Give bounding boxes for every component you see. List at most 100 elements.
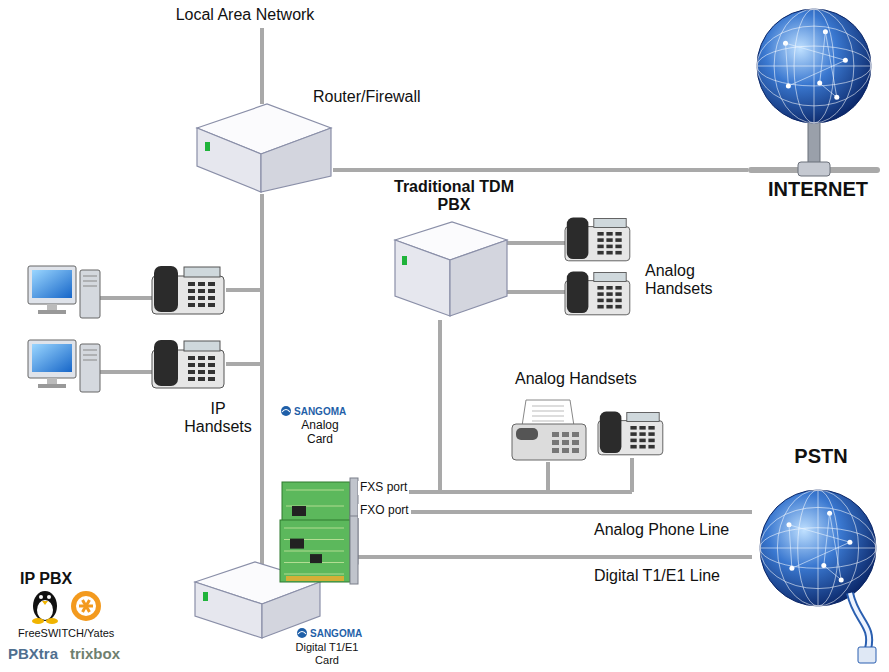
ip-phone-icon-part	[188, 363, 195, 367]
fax-icon-part	[552, 448, 559, 453]
computer-icon-part	[47, 378, 57, 384]
annotation-label: Digital T1/E1 Card	[291, 641, 363, 666]
sangoma-logo-icon-part	[282, 410, 290, 413]
device-drawing	[195, 478, 358, 640]
line-label: Analog Phone Line	[592, 521, 731, 539]
fax-icon-part	[522, 400, 574, 426]
ip-phone-icon-part	[208, 303, 215, 307]
phone-icon-part	[606, 292, 612, 296]
network-device: Router/Firewall	[195, 100, 333, 194]
phone-icon-part	[597, 232, 603, 236]
globe-stand	[808, 122, 820, 166]
sangoma-logo-icon-part	[281, 406, 291, 416]
handset-wire	[440, 490, 632, 494]
globe-icon-part	[843, 58, 848, 63]
fax-icon-part	[532, 406, 564, 407]
status-led	[203, 592, 208, 601]
phone-icon-part	[648, 439, 654, 443]
fax-icon-part	[562, 432, 569, 437]
computer-icon-part	[83, 350, 97, 351]
ip-phone-icon-part	[188, 377, 195, 381]
globe-icon-part	[757, 9, 871, 123]
globe-icon-part	[792, 542, 850, 568]
phone-line	[358, 555, 752, 559]
phone-icon-part	[597, 286, 603, 290]
ip-phone-icon	[152, 266, 224, 314]
line-label: Digital T1/E1 Line	[592, 567, 722, 585]
device-box	[197, 104, 331, 192]
status-led	[205, 142, 210, 151]
ip-phone-icon-part	[188, 289, 195, 293]
fax-icon-part	[516, 428, 538, 440]
device-label: Traditional TDM PBX	[390, 178, 518, 215]
asterisk-logo-part	[83, 600, 90, 612]
annotation-label: FreeSWITCH/Yates	[18, 627, 114, 640]
asterisk-logo-part	[83, 600, 90, 612]
ip-phone-icon-part	[208, 296, 215, 300]
phone-icon-part	[606, 286, 612, 290]
computer-icon-part	[83, 360, 97, 361]
phone-icon-part	[627, 413, 659, 422]
phone-icon-part	[639, 426, 645, 430]
globe-icon-part	[825, 32, 836, 98]
handset-wire	[506, 290, 565, 294]
computer-icon-part	[47, 304, 57, 310]
network-device: INTERNET	[748, 4, 888, 202]
phone-icon-part	[606, 251, 612, 255]
phone-icon-part	[597, 251, 603, 255]
network-device: PSTN	[752, 443, 889, 668]
globe-icon-part	[786, 83, 791, 88]
fax-icon-part	[562, 448, 569, 453]
device-box-part	[395, 240, 450, 316]
sangoma-logo-icon	[281, 406, 291, 416]
ip-phone-icon-part	[198, 296, 205, 300]
device-label: IP PBX	[20, 570, 72, 588]
ip-phone-icon-part	[208, 356, 215, 360]
lan-wire	[226, 288, 262, 292]
interface-card-part	[280, 520, 350, 582]
ip-phone-icon-part	[188, 303, 195, 307]
phone-icon-part	[594, 273, 626, 282]
status-led	[402, 256, 407, 265]
ip-phone-icon-part	[154, 266, 178, 312]
fax-icon-part	[512, 424, 586, 460]
lan-wire	[260, 476, 264, 566]
phone-icon-part	[597, 238, 603, 242]
globe-icon-part	[818, 490, 819, 606]
ip-phone-icon-part	[198, 303, 205, 307]
computer-icon-part	[83, 355, 97, 356]
device-label: Router/Firewall	[313, 88, 421, 106]
annotation-label: SANGOMA	[294, 406, 346, 418]
network-device: Traditional TDM PBX	[390, 178, 518, 320]
computer-icon-part	[83, 281, 97, 282]
phone-icon-part	[606, 232, 612, 236]
globe-icon-part	[834, 95, 839, 100]
fax-icon-part	[562, 440, 569, 445]
phone-icon-part	[615, 292, 621, 296]
device-label: PSTN	[752, 445, 889, 468]
phone-icon-part	[597, 292, 603, 296]
ip-phone-icon-part	[154, 340, 178, 386]
fax-icon-part	[572, 440, 579, 445]
globe-icon-part	[847, 540, 852, 545]
ip-phone-icon-part	[188, 370, 195, 374]
phone-icon-part	[630, 439, 636, 443]
phone-icon-part	[606, 305, 612, 309]
linux-logo-part	[33, 591, 57, 621]
ip-phone-icon-part	[198, 377, 205, 381]
phone-icon-part	[600, 412, 622, 453]
interface-card-part	[286, 576, 344, 581]
pc-cable	[100, 296, 152, 300]
phone-icon-part	[648, 445, 654, 449]
phone-icon-part	[630, 426, 636, 430]
interface-card-part	[290, 539, 304, 549]
annotation-label: Analog Handsets	[645, 262, 735, 299]
network-device: IP PBX	[195, 478, 358, 640]
phone-icon-part	[597, 305, 603, 309]
fax-icon-part	[552, 440, 559, 445]
linux-logo-part	[42, 601, 48, 605]
device-drawing	[752, 443, 889, 668]
lan-wire	[260, 28, 264, 104]
globe-icon-part	[788, 60, 845, 86]
